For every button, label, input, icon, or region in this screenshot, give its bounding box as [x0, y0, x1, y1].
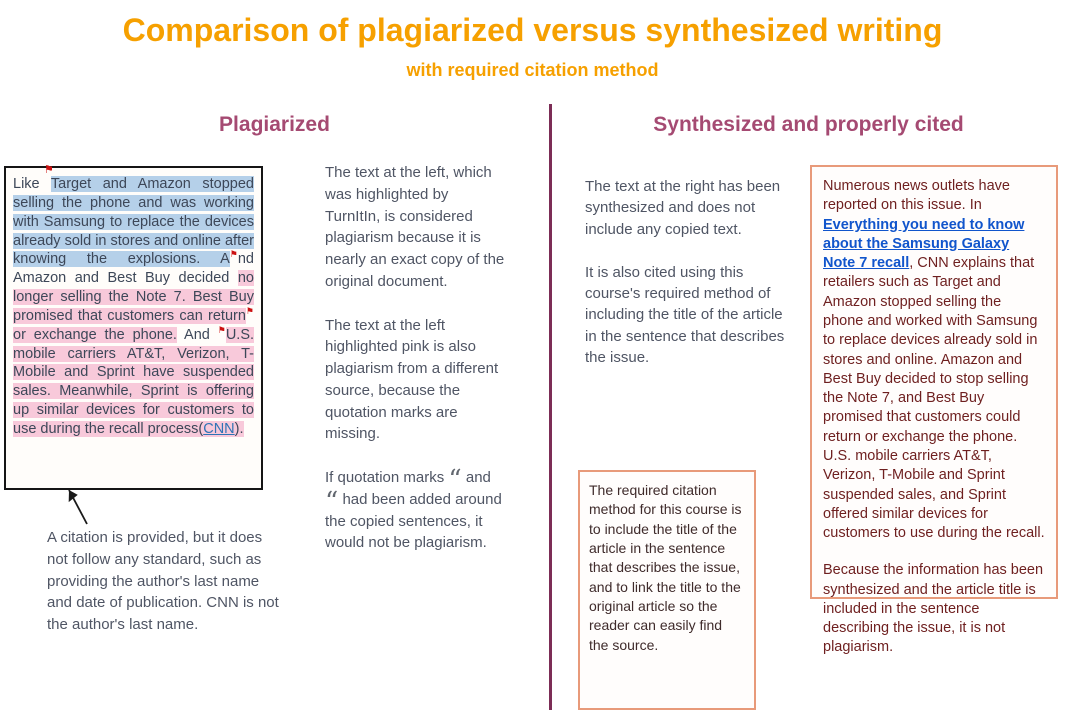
turnitin-pink-highlight: or exchange the phone.: [13, 326, 177, 343]
turnitin-flag-icon: ⚑: [229, 249, 238, 260]
turnitin-blue-highlight: Target and Amazon stopped selling the ph…: [13, 176, 255, 268]
plain-text: And: [176, 326, 218, 343]
turnitin-corner-flag-icon: ⚑: [44, 164, 54, 176]
citation-method-text: The required citation method for this co…: [589, 482, 742, 653]
plain-text: Like: [13, 176, 51, 192]
explanation-paragraph: The text at the left highlighted pink is…: [325, 316, 499, 443]
synthesized-paragraph: Because the information has been synthes…: [823, 562, 1044, 656]
quote-sentence-mid: and: [465, 469, 491, 486]
explanation-paragraph: If quotation marks “ and “ had been adde…: [325, 467, 507, 554]
cnn-citation-link[interactable]: CNN: [203, 420, 235, 437]
right-explanation-column: The text at the right has been synthesiz…: [585, 176, 787, 390]
turnitin-flag-icon: ⚑: [245, 306, 254, 317]
plagiarized-text-box: Like Target and Amazon stopped selling t…: [4, 166, 263, 490]
citation-note: A citation is provided, but it does not …: [47, 529, 279, 633]
explanation-paragraph: The text at the left, which was highligh…: [325, 164, 505, 290]
left-explanation-column: The text at the left, which was highligh…: [325, 162, 507, 576]
column-divider: [549, 104, 552, 710]
turnitin-pink-highlight: ).: [234, 420, 244, 437]
plain-text: nd Amazon and Best Buy decided: [13, 251, 254, 287]
open-quote-glyph: “: [448, 465, 462, 495]
citation-method-box: The required citation method for this co…: [578, 470, 756, 710]
article-title-link[interactable]: Everything you need to know about the Sa…: [823, 216, 1025, 272]
heading-synthesized: Synthesized and properly cited: [653, 113, 964, 136]
synthesized-text-box: Numerous news outlets have reported on t…: [810, 165, 1058, 655]
turnitin-flag-icon: ⚑: [217, 324, 226, 335]
explanation-paragraph: It is also cited using this course's req…: [585, 263, 785, 367]
explanation-paragraph: The text at the right has been synthesiz…: [585, 178, 781, 238]
page-subtitle: with required citation method: [406, 60, 659, 80]
heading-plagiarized: Plagiarized: [219, 113, 330, 136]
page-title: Comparison of plagiarized versus synthes…: [122, 12, 943, 48]
synth-text-after-link: , CNN explains that retailers such as Ta…: [823, 255, 1045, 542]
synth-text-before-link: Numerous news outlets have reported on t…: [823, 178, 1010, 214]
quote-sentence-start: If quotation marks: [325, 469, 445, 486]
close-quote-glyph: “: [325, 486, 339, 517]
citation-arrow-icon: [68, 489, 88, 525]
quote-sentence-end: had been added around the copied sentenc…: [325, 490, 502, 552]
synthesized-paragraph: Numerous news outlets have reported on t…: [823, 177, 1045, 543]
